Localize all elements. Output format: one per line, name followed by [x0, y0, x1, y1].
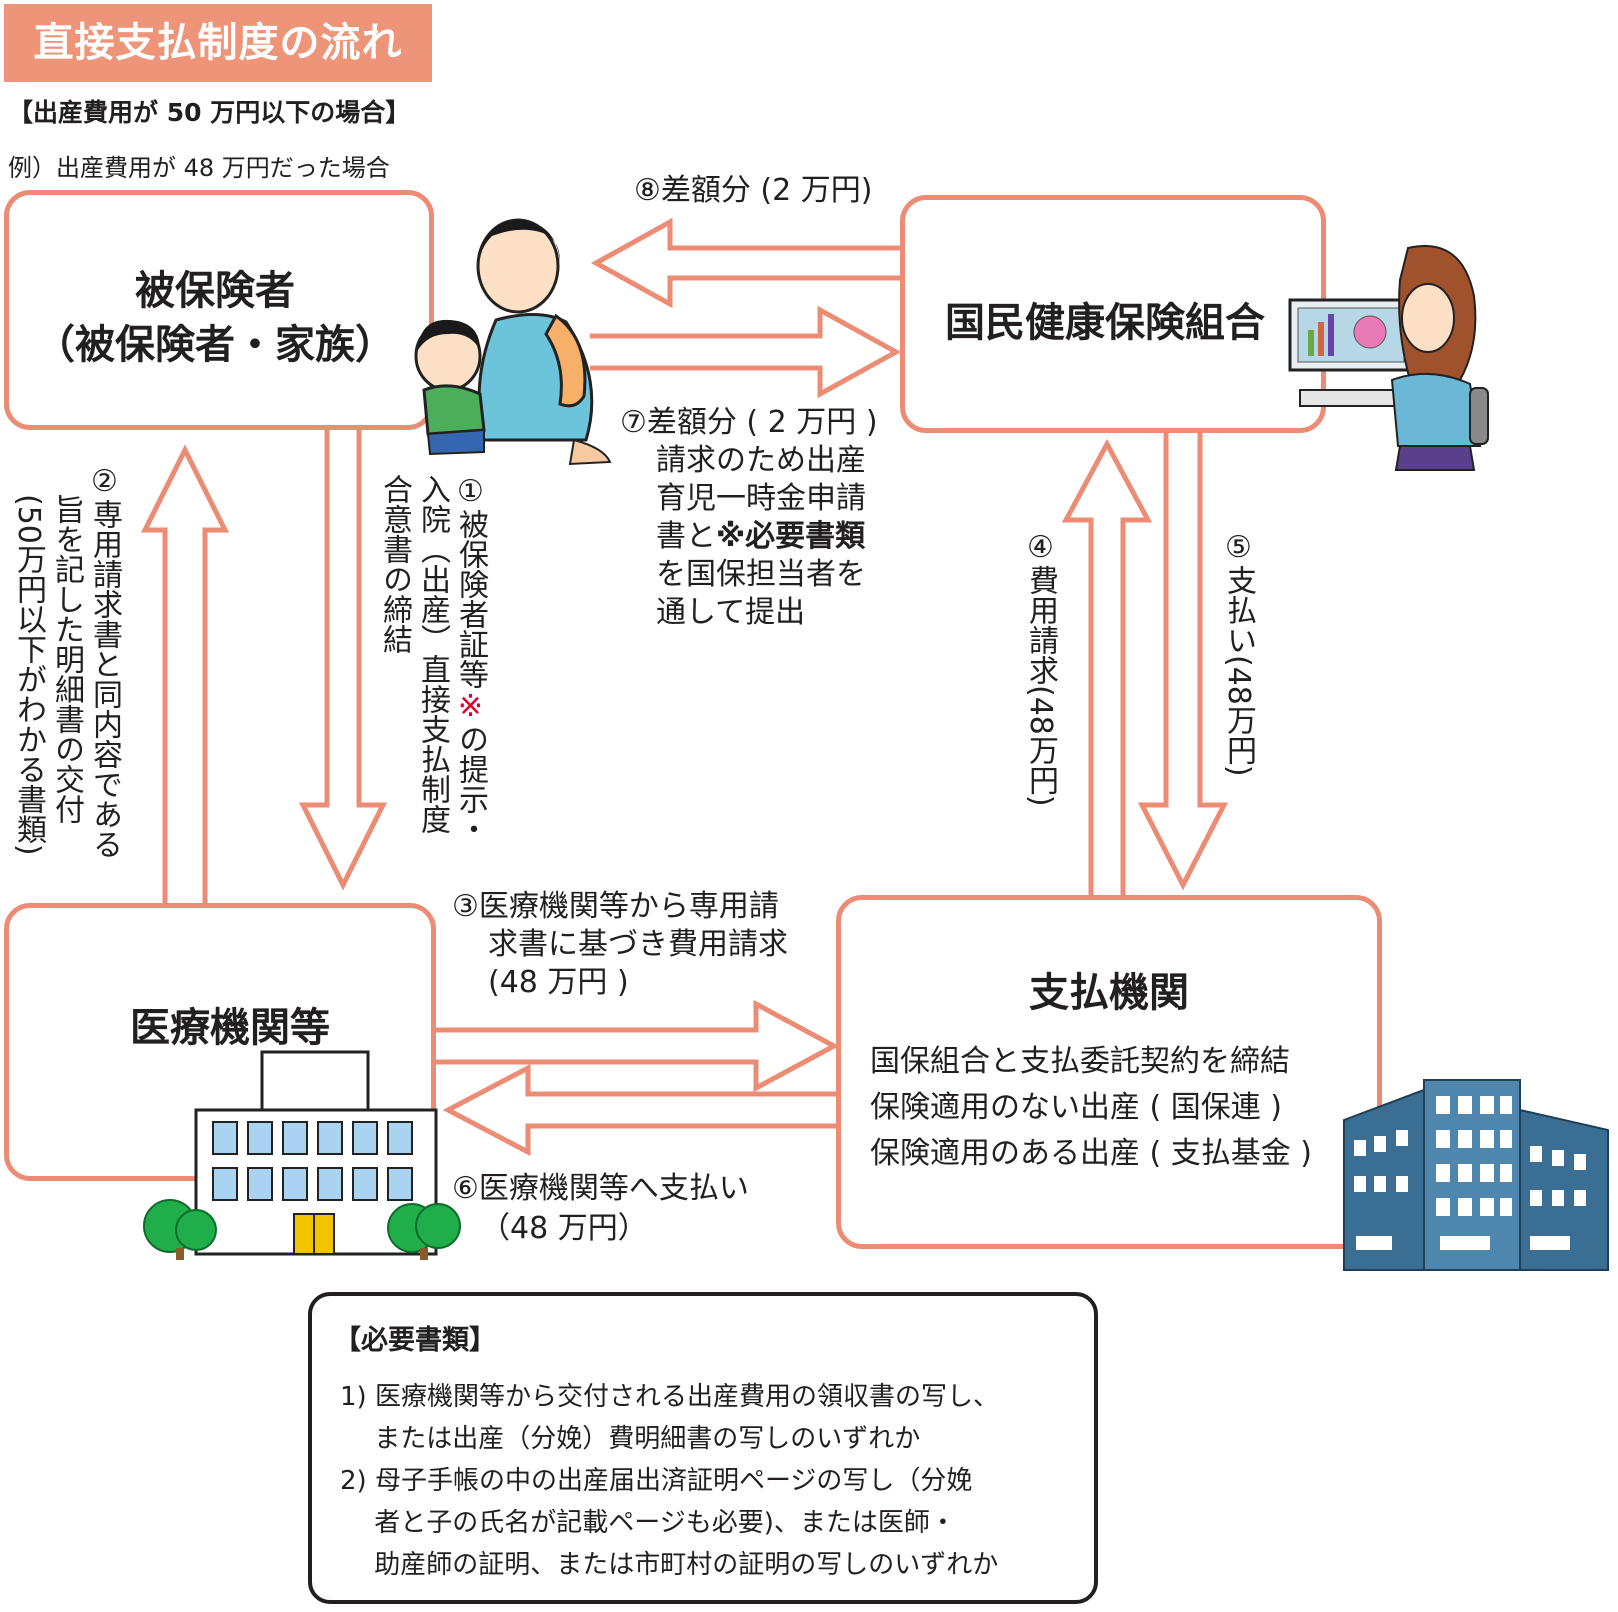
arrow-step3 — [436, 999, 840, 1093]
office-building-icon — [1343, 1079, 1609, 1271]
medical-title: 医療機関等 — [130, 1005, 330, 1051]
arrow-step8 — [590, 217, 900, 309]
step7-line4: 書と※必要書類 — [656, 519, 866, 554]
note-line-3: 2) 母子手帳の中の出産届出済証明ページの写し（分娩 — [340, 1466, 973, 1496]
note-line-4: 者と子の氏名が記載ページも必要)、または医師・ — [340, 1508, 956, 1538]
title-badge: 直接支払制度の流れ — [4, 4, 432, 82]
arrow-step2 — [140, 444, 230, 903]
step6-line2: （48 万円） — [480, 1211, 648, 1246]
union-box — [900, 195, 1326, 433]
payer-title: 支払機関 — [1029, 970, 1189, 1016]
required-documents-heading: 【必要書類】 — [334, 1325, 496, 1356]
step7-line1: ⑦差額分 ( 2 万円 ) — [620, 405, 878, 440]
hospital-building-icon — [143, 1050, 461, 1260]
step1-column1: ①被保険者証等※の提示・ — [453, 474, 488, 844]
step7-line3: 育児一時金申請 — [656, 481, 866, 516]
required-documents-box — [308, 1292, 1098, 1604]
step3-line3: (48 万円 ) — [488, 965, 629, 1000]
arrow-step4 — [1061, 438, 1153, 895]
payer-line-3: 保険適用のある出産 ( 支払基金 ) — [870, 1136, 1313, 1171]
step1-column3: 合意書の締結 — [377, 474, 412, 654]
note-mark: ※ — [453, 689, 488, 724]
step3-line2: 求書に基づき費用請求 — [488, 927, 788, 962]
step8-label: ⑧差額分 (2 万円) — [634, 173, 873, 208]
arrow-step1 — [298, 430, 388, 891]
step4-label: ④費用請求(48万円) — [1023, 530, 1058, 807]
step6-line1: ⑥医療機関等へ支払い — [452, 1171, 749, 1206]
office-worker-illustration — [1288, 245, 1489, 471]
page-title: 直接支払制度の流れ — [33, 20, 403, 66]
insured-title: 被保険者 — [135, 268, 295, 314]
step7-line6: 通して提出 — [656, 595, 806, 630]
step5-label: ⑤支払い(48万円) — [1221, 530, 1256, 777]
insured-subtitle: （被保険者・家族） — [35, 322, 395, 368]
example-text: 例）出産費用が 48 万円だった場合 — [8, 154, 390, 182]
note-line-1: 1) 医療機関等から交付される出産費用の領収書の写し、 — [340, 1382, 999, 1412]
mother-child-illustration — [414, 218, 612, 466]
step2-column1: ②専用請求書と同内容である — [87, 464, 122, 859]
insured-box — [4, 190, 434, 430]
step7-line5: を国保担当者を — [656, 557, 866, 592]
required-docs-mark: ※必要書類 — [716, 519, 866, 554]
step7-line2: 請求のため出産 — [656, 443, 866, 478]
step2-column2: 旨を記した明細書の交付 — [49, 494, 84, 824]
step1-column2: 入院（出産）直接支払制度 — [415, 474, 450, 834]
payer-line-1: 国保組合と支払委託契約を締結 — [870, 1044, 1290, 1079]
step2-column3: (50万円以下がわかる書類) — [11, 494, 46, 856]
note-line-2: または出産（分娩）費明細書の写しのいずれか — [340, 1424, 921, 1454]
payer-line-2: 保険適用のない出産 ( 国保連 ) — [870, 1090, 1283, 1125]
arrow-step7 — [590, 305, 902, 399]
payer-box — [836, 895, 1382, 1249]
note-line-5: 助産師の証明、または市町村の証明の写しのいずれか — [340, 1550, 999, 1580]
step3-line1: ③医療機関等から専用請 — [452, 889, 779, 924]
arrow-step5 — [1137, 433, 1229, 891]
arrow-step6 — [442, 1063, 836, 1157]
subtitle: 【出産費用が 50 万円以下の場合】 — [8, 98, 411, 127]
union-title: 国民健康保険組合 — [945, 300, 1265, 346]
